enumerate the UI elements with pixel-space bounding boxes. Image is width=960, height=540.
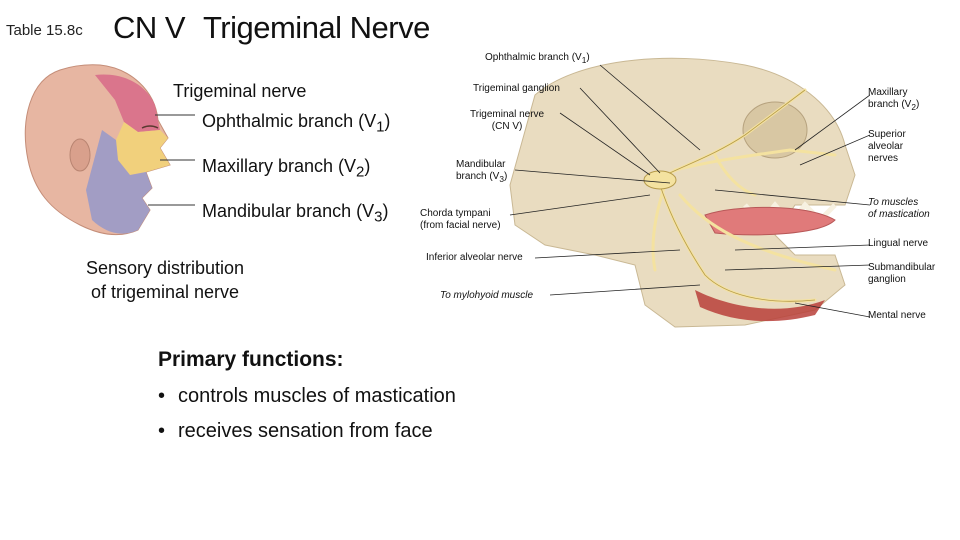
trigeminal-ganglion: [643, 170, 677, 190]
trigeminal-nerve-label: Trigeminal nerve: [173, 81, 307, 101]
maxillary-branch-label: Maxillary branch (V2): [202, 156, 371, 181]
function-item: •controls muscles of mastication: [158, 385, 456, 407]
inferior-alveolar-nerve-label: Inferior alveolar nerve: [426, 252, 523, 263]
face-sensory-map-illustration: [24, 64, 195, 236]
ophthalmic-branch-label: Ophthalmic branch (V1): [485, 52, 590, 65]
primary-functions-heading: Primary functions:: [158, 348, 344, 371]
mental-nerve-label: Mental nerve: [868, 310, 926, 321]
mylohyoid-muscle: [695, 290, 825, 322]
primary-functions: Primary functions: •controls muscles of …: [158, 348, 456, 455]
trigeminal-nerve-label: Trigeminal nerve (CN V): [470, 109, 545, 132]
page-title: Trigeminal Nerve: [203, 10, 430, 45]
mylohyoid-muscle-label: To mylohyoid muscle: [440, 290, 534, 301]
tongue: [704, 206, 836, 236]
eye: [141, 125, 159, 129]
bullet-icon: •: [158, 385, 166, 407]
ophthalmic-branch-label: Ophthalmic branch (V1): [202, 111, 391, 136]
bullet-icon: •: [158, 420, 166, 442]
superior-alveolar-nerves-label: Superior alveolar nerves: [868, 129, 906, 164]
sensory-distribution-caption: Sensory distribution of trigeminal nerve: [85, 258, 245, 302]
skull-trigeminal-nerve-illustration: [509, 57, 870, 328]
v2-region: [116, 122, 170, 175]
orbit: [742, 101, 808, 159]
ear: [69, 138, 91, 172]
muscles-of-mastication-label: To muscles of mastication: [868, 197, 930, 220]
v3-region: [86, 130, 152, 234]
maxillary-branch-label: Maxillary branch (V2): [868, 87, 920, 112]
mandibular-branch-label: Mandibular branch (V3): [202, 201, 389, 226]
v1-region: [95, 74, 160, 132]
function-item: •receives sensation from face: [158, 420, 433, 442]
cranial-nerve-number: CN V: [113, 10, 186, 45]
mandibular-branch-label: Mandibular branch (V3): [456, 159, 508, 184]
trigeminal-ganglion-label: Trigeminal ganglion: [473, 83, 560, 94]
skull-bone: [509, 57, 856, 328]
chorda-tympani-label: Chorda tympani (from facial nerve): [420, 208, 501, 231]
table-reference: Table 15.8c: [6, 22, 83, 39]
lingual-nerve-label: Lingual nerve: [868, 238, 929, 249]
submandibular-ganglion-label: Submandibular ganglion: [868, 262, 936, 285]
